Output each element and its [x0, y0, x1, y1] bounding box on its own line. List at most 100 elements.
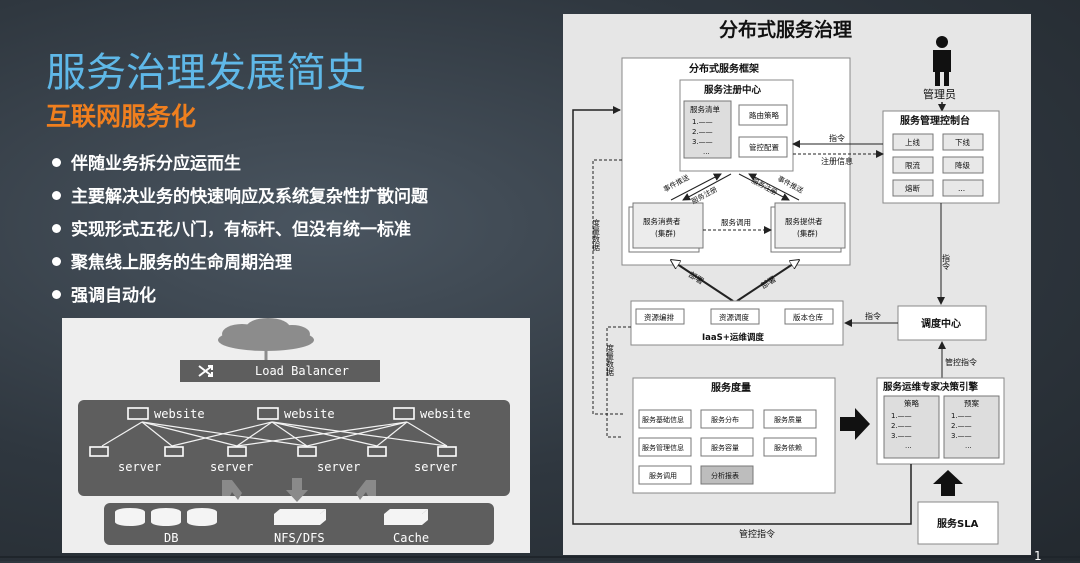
rate-limit-button[interactable] — [892, 156, 934, 174]
svg-text:服务分布: 服务分布 — [711, 415, 739, 424]
website-label: website — [420, 407, 471, 421]
svg-text:3.——: 3.—— — [891, 432, 912, 440]
cache-icon — [384, 509, 428, 525]
consumer-box — [632, 202, 704, 249]
circuit-break-button[interactable] — [892, 179, 934, 197]
admin-label: 管理员 — [923, 87, 956, 101]
more-button[interactable] — [942, 179, 984, 197]
metric-data-top-label: 度量数据 — [592, 218, 601, 252]
website-label: website — [284, 407, 335, 421]
plan-doc — [943, 395, 1000, 459]
website-node: website — [393, 407, 471, 421]
registry-info-label: 注册信息 — [821, 156, 853, 166]
down-arrows — [222, 478, 376, 502]
db-label: DB — [164, 531, 178, 545]
svg-text:策略: 策略 — [904, 398, 919, 408]
expert-engine-title: 服务运维专家决策引擎 — [883, 381, 979, 393]
arrow-down-icon — [222, 480, 242, 500]
nfs-label: NFS/DFS — [274, 531, 325, 545]
routing-policy-label: 路由策略 — [749, 110, 779, 120]
svg-text:2.——: 2.—— — [891, 422, 912, 430]
monitor-icon — [393, 407, 415, 420]
svg-text:资源编排: 资源编排 — [644, 312, 674, 322]
nas-icon — [274, 509, 326, 525]
control-config-label: 管控配置 — [749, 142, 779, 152]
instr-to-iaas-label: 指令 — [865, 311, 881, 321]
online-button[interactable] — [892, 133, 934, 151]
service-list-item: 2.—— — [692, 128, 713, 136]
scheduler-label: 调度中心 — [921, 317, 961, 330]
svg-text:...: ... — [905, 442, 912, 450]
resource-orchestration-box — [635, 308, 685, 325]
svg-text:熔断: 熔断 — [905, 183, 920, 193]
bullet-item: 强调自动化 — [52, 282, 428, 315]
server-icon — [227, 446, 247, 457]
bullet-item: 主要解决业务的快速响应及系统复杂性扩散问题 — [52, 183, 428, 216]
shuffle-icon — [198, 365, 213, 377]
svg-text:服务依赖: 服务依赖 — [774, 443, 802, 452]
resource-scheduling-box — [710, 308, 760, 325]
svg-text:服务管理信息: 服务管理信息 — [642, 443, 684, 452]
server-icon — [164, 446, 184, 457]
policy-doc — [883, 395, 940, 459]
control-instr-bottom-label: 管控指令 — [739, 528, 775, 540]
degrade-button[interactable] — [942, 156, 984, 174]
load-balancer-box — [180, 360, 380, 382]
bullet-dot-icon — [52, 290, 61, 299]
big-arrow-right-icon — [840, 408, 870, 440]
cache-label: Cache — [393, 531, 429, 545]
svg-text:版本仓库: 版本仓库 — [793, 312, 823, 322]
svg-text:1.——: 1.—— — [951, 412, 972, 420]
offline-button[interactable] — [942, 133, 984, 151]
routing-policy-box — [738, 104, 788, 126]
bottom-divider — [0, 556, 1080, 558]
web-architecture-diagram: Load Balancer website website website se… — [62, 318, 530, 553]
monitor-icon — [127, 407, 149, 420]
server-label: server — [414, 460, 457, 474]
registry-title: 服务注册中心 — [704, 84, 762, 96]
server-icon — [437, 446, 457, 457]
invoke-label: 服务调用 — [721, 217, 751, 227]
arrow-down-icon — [356, 480, 376, 500]
provider-box — [774, 202, 846, 249]
website-node: website — [127, 407, 205, 421]
svg-text:服务容量: 服务容量 — [711, 443, 739, 452]
website-label: website — [154, 407, 205, 421]
svg-text:...: ... — [958, 184, 965, 193]
slide-subtitle: 互联网服务化 — [46, 102, 197, 131]
iaas-label: IaaS+运维调度 — [702, 332, 764, 343]
monitor-icon — [257, 407, 279, 420]
cloud-icon — [218, 318, 314, 351]
svg-text:服务质量: 服务质量 — [774, 415, 802, 424]
metric-data-bottom-label: 度量数据 — [606, 343, 615, 377]
sla-label: 服务SLA — [937, 517, 979, 530]
server-label: server — [210, 460, 253, 474]
bullet-dot-icon — [52, 158, 61, 167]
framework-title: 分布式服务框架 — [689, 62, 759, 75]
bullet-dot-icon — [52, 191, 61, 200]
console-title: 服务管理控制台 — [900, 114, 970, 127]
scheduler-box — [897, 305, 987, 341]
svg-text:限流: 限流 — [905, 160, 920, 170]
bullet-item: 实现形式五花八门，有标杆、但没有统一标准 — [52, 216, 428, 249]
svg-text:3.——: 3.—— — [951, 432, 972, 440]
website-node: website — [257, 407, 335, 421]
consumer-label: 服务消费者 — [643, 216, 681, 226]
svg-text:...: ... — [965, 442, 972, 450]
bullet-list: 伴随业务拆分应运而生 主要解决业务的快速响应及系统复杂性扩散问题 实现形式五花八… — [52, 150, 428, 315]
distributed-governance-diagram: 分布式服务治理 管理员 分布式服务框架 服务注册中心 服务清单 1.—— 2.—… — [563, 14, 1031, 555]
svg-text:下线: 下线 — [955, 137, 970, 147]
svg-text:资源调度: 资源调度 — [719, 312, 749, 322]
bullet-item: 聚焦线上服务的生命周期治理 — [52, 249, 428, 282]
provider-label: (集群) — [797, 228, 818, 238]
page-number: 1 — [1034, 549, 1042, 563]
slide-title: 服务治理发展简史 — [46, 50, 366, 96]
svg-text:2.——: 2.—— — [951, 422, 972, 430]
console-buttons: 上线 下线 限流 降级 熔断 ... — [892, 133, 984, 197]
server-label: server — [317, 460, 360, 474]
service-list-doc — [683, 100, 732, 159]
service-list-item: ... — [703, 148, 710, 156]
svg-text:降级: 降级 — [955, 160, 970, 170]
metrics-items: 服务基础信息 服务分布 服务质量 服务管理信息 服务容量 服务依赖 服务调用 分… — [638, 409, 817, 485]
server-icon — [89, 446, 109, 457]
